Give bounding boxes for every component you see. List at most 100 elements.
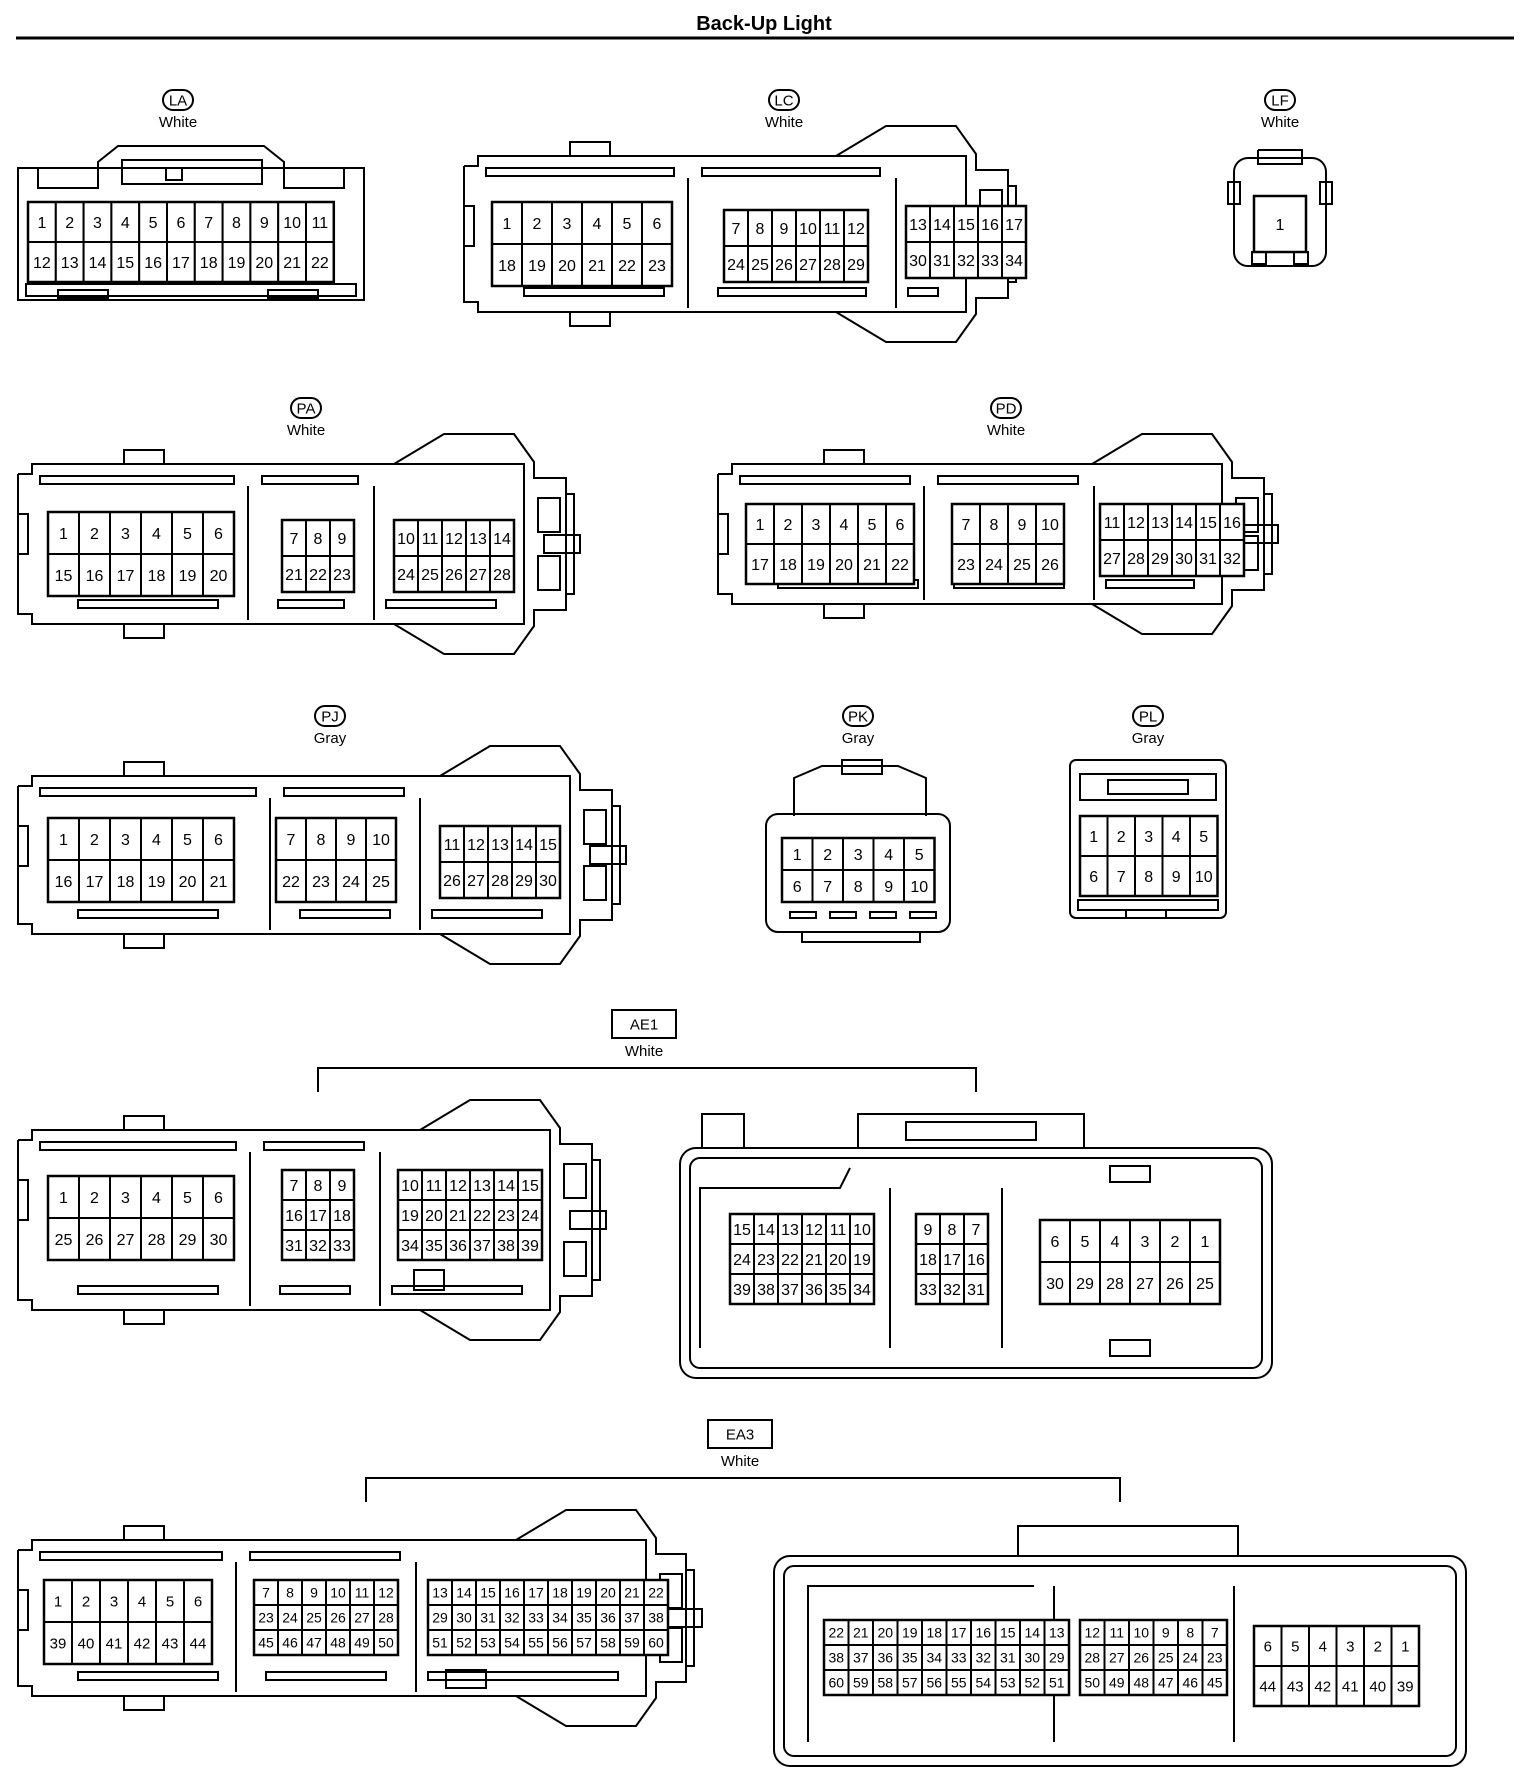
terminal-pin: 48 bbox=[1133, 1675, 1149, 1691]
terminal-pin: 39 bbox=[50, 1635, 67, 1652]
lock-tab bbox=[665, 1608, 703, 1628]
terminal-pin: 23 bbox=[497, 1208, 515, 1225]
terminal-pin: 28 bbox=[1127, 551, 1145, 568]
terminal-pin: 22 bbox=[891, 557, 909, 574]
terminal-pin: 15 bbox=[1000, 1625, 1016, 1641]
terminal-cell bbox=[903, 869, 936, 903]
connector-id-pk: PK bbox=[848, 709, 868, 726]
terminal-cell bbox=[138, 241, 168, 283]
rail bbox=[385, 599, 497, 609]
terminal-grid-border bbox=[26, 200, 336, 284]
bottom-rail bbox=[1077, 899, 1219, 911]
lock-bar bbox=[121, 159, 263, 185]
terminal-pin: 15 bbox=[957, 217, 975, 234]
terminal-pin: 5 bbox=[149, 215, 158, 232]
terminal-pin: 23 bbox=[333, 567, 351, 584]
terminal-pin: 14 bbox=[89, 255, 107, 272]
terminal-pin: 56 bbox=[552, 1635, 568, 1651]
terminal-pin: 8 bbox=[756, 221, 765, 238]
terminal-pin: 1 bbox=[59, 832, 68, 849]
terminal-pin: 6 bbox=[176, 215, 185, 232]
connector-color-la: White bbox=[159, 114, 197, 131]
terminal-pin: 40 bbox=[78, 1635, 95, 1652]
terminal-pin: 14 bbox=[757, 1222, 775, 1239]
terminal-pin: 15 bbox=[1199, 515, 1217, 532]
terminal-pin: 5 bbox=[1199, 829, 1208, 846]
terminal-pin: 26 bbox=[1133, 1650, 1149, 1666]
terminal-cell bbox=[305, 241, 335, 283]
lock-nub bbox=[165, 167, 183, 181]
terminal-cell bbox=[78, 1217, 111, 1261]
top-tab bbox=[123, 1525, 165, 1541]
terminal-pin: 3 bbox=[121, 832, 130, 849]
rail bbox=[263, 1141, 365, 1151]
terminal-cell bbox=[183, 1621, 213, 1665]
connector-id-badge bbox=[842, 705, 874, 727]
terminal-pin: 18 bbox=[779, 557, 797, 574]
pair-bracket bbox=[365, 1477, 1121, 1502]
terminal-pin: 5 bbox=[183, 1190, 192, 1207]
terminal-pin: 19 bbox=[807, 557, 825, 574]
terminal-pin: 59 bbox=[624, 1635, 640, 1651]
lock-window bbox=[583, 865, 607, 901]
terminal-grid-border bbox=[280, 518, 356, 594]
terminal-grid-border bbox=[280, 1168, 356, 1262]
housing-body bbox=[679, 1147, 1273, 1379]
terminal-pin: 20 bbox=[829, 1252, 847, 1269]
terminal-pin: 9 bbox=[780, 221, 789, 238]
terminal-pin: 47 bbox=[1158, 1675, 1174, 1691]
terminal-pin: 21 bbox=[285, 567, 303, 584]
terminal-pin: 10 bbox=[799, 221, 817, 238]
terminal-pin: 32 bbox=[975, 1650, 991, 1666]
rail bbox=[431, 909, 543, 919]
terminal-pin: 22 bbox=[311, 255, 329, 272]
terminal-pin: 8 bbox=[232, 215, 241, 232]
housing-outline bbox=[18, 145, 364, 189]
terminal-pin: 50 bbox=[378, 1635, 394, 1651]
terminal-cell bbox=[1177, 1644, 1204, 1671]
terminal-pin: 24 bbox=[1182, 1650, 1198, 1666]
terminal-grid-border bbox=[392, 518, 516, 594]
housing-body bbox=[1233, 157, 1327, 267]
terminal-grid-border bbox=[822, 1618, 1071, 1697]
terminal-pin: 34 bbox=[926, 1650, 942, 1666]
terminal-cell bbox=[1152, 1644, 1179, 1671]
terminal-pin: 20 bbox=[425, 1208, 443, 1225]
latch bbox=[1293, 251, 1309, 265]
terminal-pin: 27 bbox=[799, 257, 817, 274]
terminal-pin: 35 bbox=[829, 1282, 847, 1299]
terminal-pin: 37 bbox=[781, 1282, 799, 1299]
terminal-pin: 21 bbox=[805, 1252, 823, 1269]
top-lock bbox=[1079, 773, 1217, 801]
terminal-pin: 14 bbox=[1175, 515, 1193, 532]
connector-id-box bbox=[707, 1419, 773, 1449]
lock-window bbox=[537, 555, 561, 591]
terminal-pin: 45 bbox=[1207, 1675, 1223, 1691]
connector-color-pk: Gray bbox=[842, 730, 875, 747]
terminal-pin: 12 bbox=[445, 531, 463, 548]
terminal-cell bbox=[825, 1243, 851, 1275]
terminal-pin: 33 bbox=[951, 1650, 967, 1666]
terminal-pin: 21 bbox=[449, 1208, 467, 1225]
terminal-pin: 9 bbox=[347, 832, 356, 849]
connector-id-lc: LC bbox=[774, 93, 793, 110]
connector-color-ea3: White bbox=[721, 1453, 759, 1470]
terminal-pin: 22 bbox=[473, 1208, 491, 1225]
rail bbox=[701, 167, 881, 177]
bottom-rail bbox=[801, 931, 921, 943]
terminal-cell bbox=[365, 859, 397, 903]
terminal-pin: 54 bbox=[504, 1635, 520, 1651]
rail bbox=[279, 1285, 351, 1295]
top-tab bbox=[857, 1113, 1085, 1148]
side-notch bbox=[17, 1589, 29, 1631]
terminal-pin: 15 bbox=[55, 568, 73, 585]
terminal-pin: 8 bbox=[948, 1222, 957, 1239]
lock-side bbox=[565, 493, 575, 595]
terminal-pin: 22 bbox=[618, 258, 636, 275]
terminal-pin: 5 bbox=[166, 1593, 174, 1610]
